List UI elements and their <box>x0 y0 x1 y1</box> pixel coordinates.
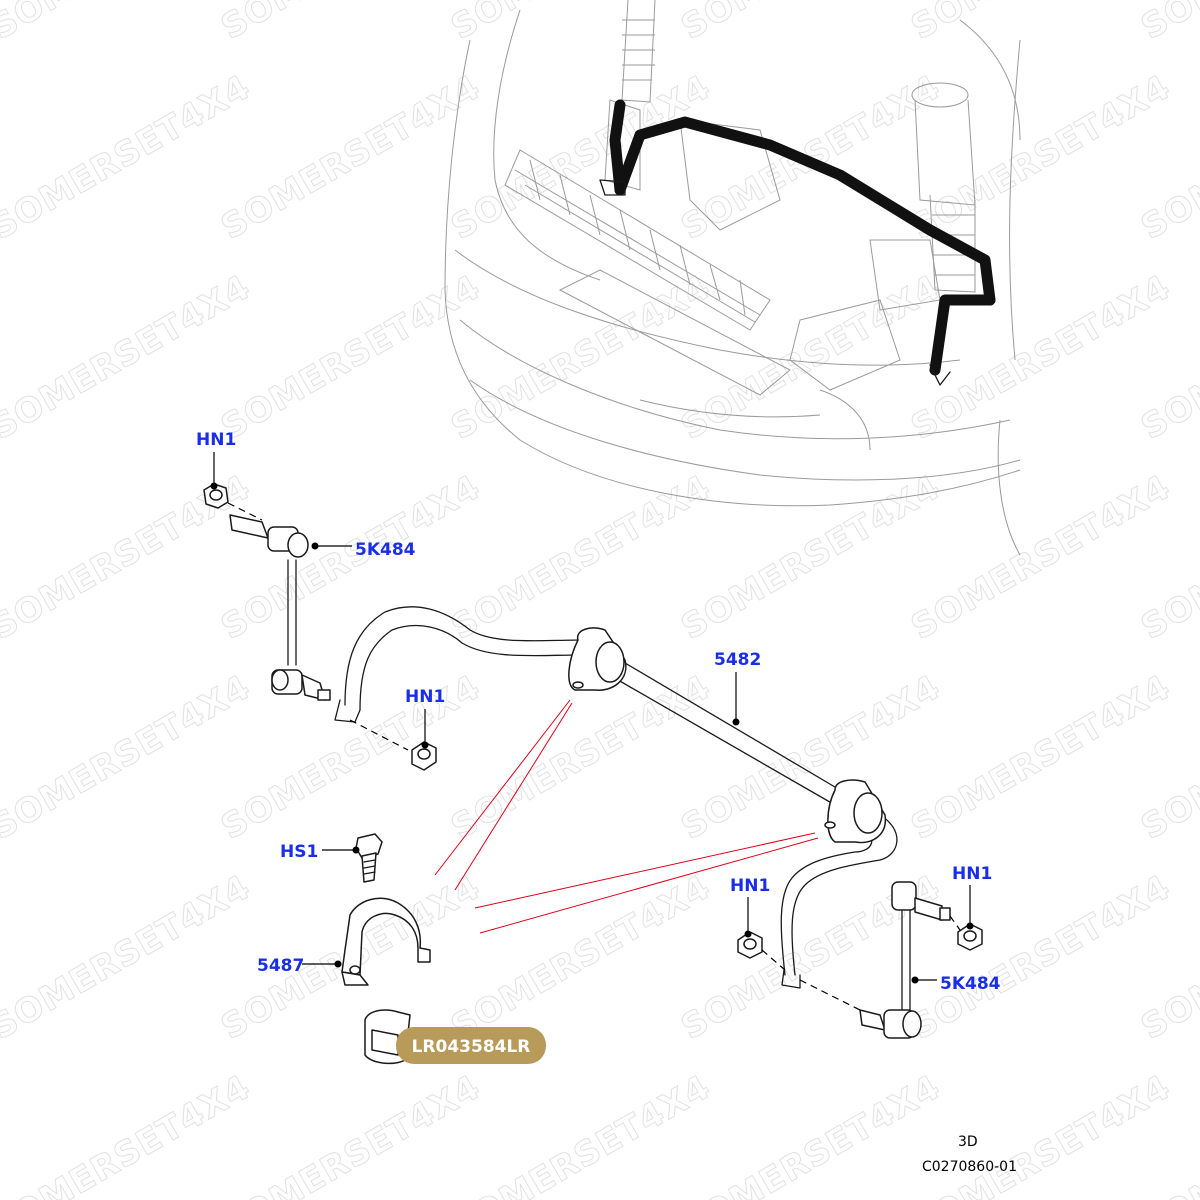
watermark-text: SOMERSET4X4 <box>445 67 718 248</box>
highlight-lines <box>434 699 819 934</box>
watermark-text: SOMERSET4X4 <box>675 1067 948 1200</box>
watermark-text: SOMERSET4X4 <box>445 867 718 1048</box>
callout-hs1: HS1 <box>280 842 318 862</box>
right-strut <box>911 82 976 293</box>
watermark-text: SOMERSET4X4 <box>0 1067 257 1200</box>
part-number-badge[interactable]: LR043584LR <box>396 1027 546 1064</box>
drop-link-right <box>859 881 951 1039</box>
callout-5482: 5482 <box>714 650 761 670</box>
grille-mesh <box>504 149 771 331</box>
watermark-text: SOMERSET4X4 <box>675 467 948 648</box>
watermark-text: SOMERSET4X4 <box>215 667 488 848</box>
watermark-text: SOMERSET4X4 <box>1135 0 1200 48</box>
watermark-text: SOMERSET4X4 <box>905 67 1178 248</box>
watermark-text: SOMERSET4X4 <box>905 1067 1178 1200</box>
watermark-text: SOMERSET4X4 <box>905 267 1178 448</box>
watermark-text: SOMERSET4X4 <box>0 0 257 48</box>
watermark-text: SOMERSET4X4 <box>675 0 948 48</box>
watermark-text: SOMERSET4X4 <box>445 1067 718 1200</box>
left-strut <box>604 0 656 191</box>
watermark-text: SOMERSET4X4 <box>905 0 1178 48</box>
watermark-text: SOMERSET4X4 <box>215 467 488 648</box>
part-number-text: LR043584LR <box>412 1037 531 1057</box>
part-number-badge-bg <box>396 1027 546 1064</box>
watermark-text: SOMERSET4X4 <box>445 267 718 448</box>
assembly-lines <box>227 502 961 1011</box>
vehicle-front-sketch <box>444 0 1021 556</box>
diagram-code: C0270860-01 <box>922 1159 1017 1175</box>
leader-lines <box>210 452 974 984</box>
callout-hn1-mid: HN1 <box>405 687 445 707</box>
watermark-text: SOMERSET4X4 <box>445 0 718 48</box>
anti-roll-bar <box>334 606 898 989</box>
callout-5k484-left: 5K484 <box>355 540 416 560</box>
watermark-text: SOMERSET4X4 <box>675 667 948 848</box>
callout-5k484-right: 5K484 <box>940 974 1001 994</box>
watermark-text: SOMERSET4X4 <box>445 667 718 848</box>
bolt-hs1 <box>355 833 383 883</box>
drop-link-left <box>229 514 331 701</box>
clamp-bracket <box>341 897 431 986</box>
watermark-text: SOMERSET4X4 <box>215 267 488 448</box>
bar-bushing-left <box>568 627 627 691</box>
watermark-text: SOMERSET4X4 <box>675 267 948 448</box>
callout-5487: 5487 <box>257 956 304 976</box>
callout-labels: HN1 5K484 5482 HN1 HS1 5487 HN1 HN1 5K48… <box>196 430 1001 994</box>
callout-hn1-top-left: HN1 <box>196 430 236 450</box>
watermark-text: SOMERSET4X4 <box>445 467 718 648</box>
watermark-text: SOMERSET4X4 <box>905 867 1178 1048</box>
callout-hn1-right-low: HN1 <box>730 876 770 896</box>
diagram-footer: 3D C0270860-01 <box>922 1134 1017 1175</box>
watermark-text: SOMERSET4X4 <box>215 0 488 48</box>
view-label: 3D <box>958 1134 978 1150</box>
watermark-text: SOMERSET4X4 <box>905 467 1178 648</box>
callout-hn1-right-high: HN1 <box>952 864 992 884</box>
watermark-text: SOMERSET4X4 <box>905 667 1178 848</box>
watermark-text: SOMERSET4X4 <box>215 1067 488 1200</box>
bar-bushing-right <box>824 779 887 844</box>
